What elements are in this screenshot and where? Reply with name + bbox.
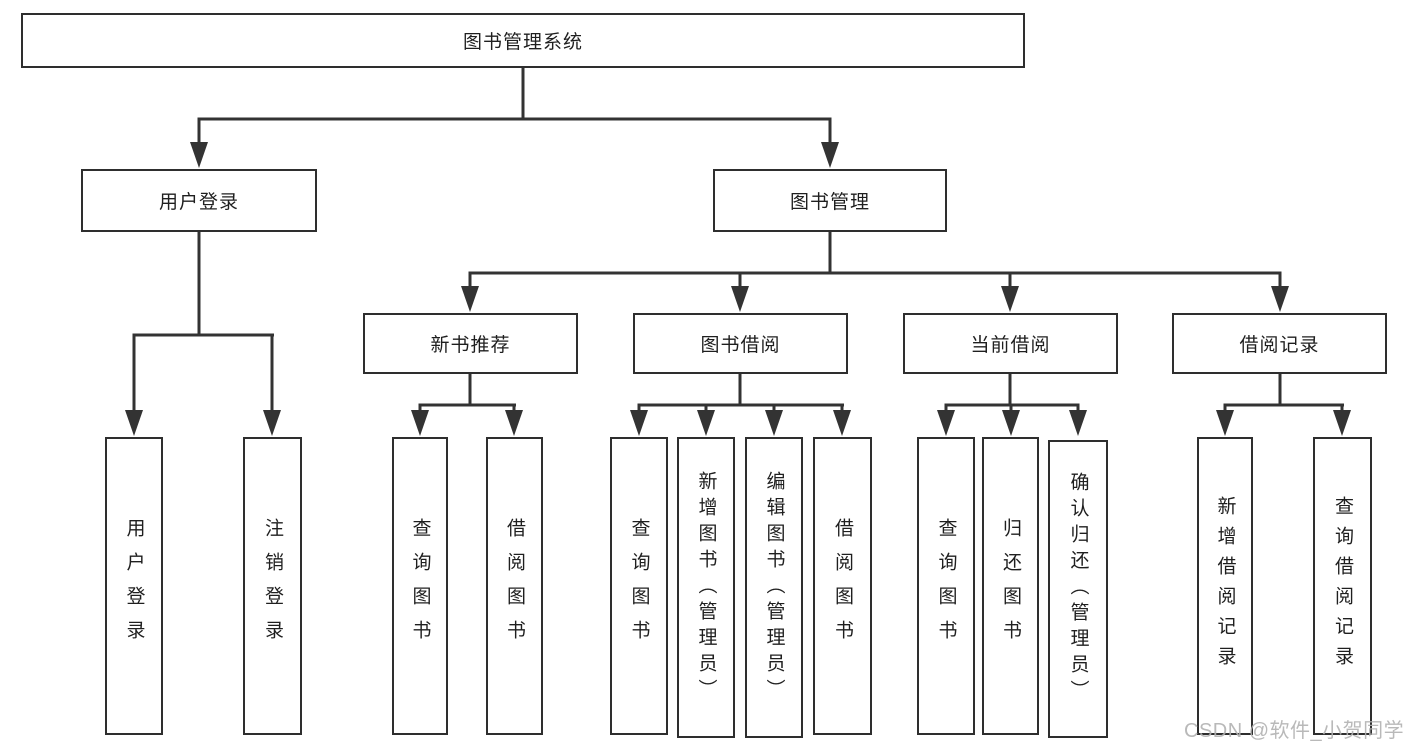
node-label: 图书管理 [789,192,870,213]
node-label: 注销登录 [262,518,283,654]
node-add-book-admin: 新增图书（管理员） [677,437,735,738]
node-add-borrow-record: 新增借阅记录 [1197,437,1253,735]
node-book-management: 图书管理 [713,169,947,232]
node-label: 查询图书 [409,518,431,654]
node-query-book-2: 查询图书 [610,437,668,735]
node-label: 借阅记录 [1239,335,1320,356]
node-label: 归还图书 [1000,518,1021,654]
watermark: CSDN @软件_小贺同学 [1184,720,1405,742]
node-label: 图书管理系统 [462,32,583,53]
node-label: 用户登录 [123,518,145,654]
node-edit-book-admin: 编辑图书（管理员） [745,437,803,738]
node-label: 新增图书（管理员） [695,470,717,705]
node-new-book-recommendation: 新书推荐 [363,313,578,374]
node-borrow-book-1: 借阅图书 [486,437,543,735]
node-borrow-book-2: 借阅图书 [813,437,872,735]
node-book-borrowing: 图书借阅 [633,313,848,374]
node-return-book: 归还图书 [982,437,1039,735]
node-user-login: 用户登录 [81,169,317,232]
node-label: 编辑图书（管理员） [763,470,785,705]
node-label: 新书推荐 [430,335,511,356]
node-query-book-1: 查询图书 [392,437,448,735]
node-logout-leaf: 注销登录 [243,437,302,735]
node-borrowing-records: 借阅记录 [1172,313,1387,374]
node-library-management-system: 图书管理系统 [21,13,1025,68]
node-user-login-leaf: 用户登录 [105,437,163,735]
node-query-book-3: 查询图书 [917,437,975,735]
node-label: 借阅图书 [832,518,853,654]
node-query-borrow-record: 查询借阅记录 [1313,437,1372,735]
node-label: 查询图书 [935,518,957,654]
node-label: 新增借阅记录 [1214,496,1236,676]
node-label: 查询借阅记录 [1332,496,1353,676]
node-label: 确认归还（管理员） [1067,472,1089,706]
arrowheads [125,142,1351,436]
node-label: 图书借阅 [700,335,781,356]
node-label: 当前借阅 [970,335,1051,356]
node-confirm-return-admin: 确认归还（管理员） [1048,440,1108,738]
node-label: 借阅图书 [504,518,525,654]
node-current-borrowing: 当前借阅 [903,313,1118,374]
node-label: 用户登录 [158,192,239,213]
node-label: 查询图书 [628,518,650,654]
